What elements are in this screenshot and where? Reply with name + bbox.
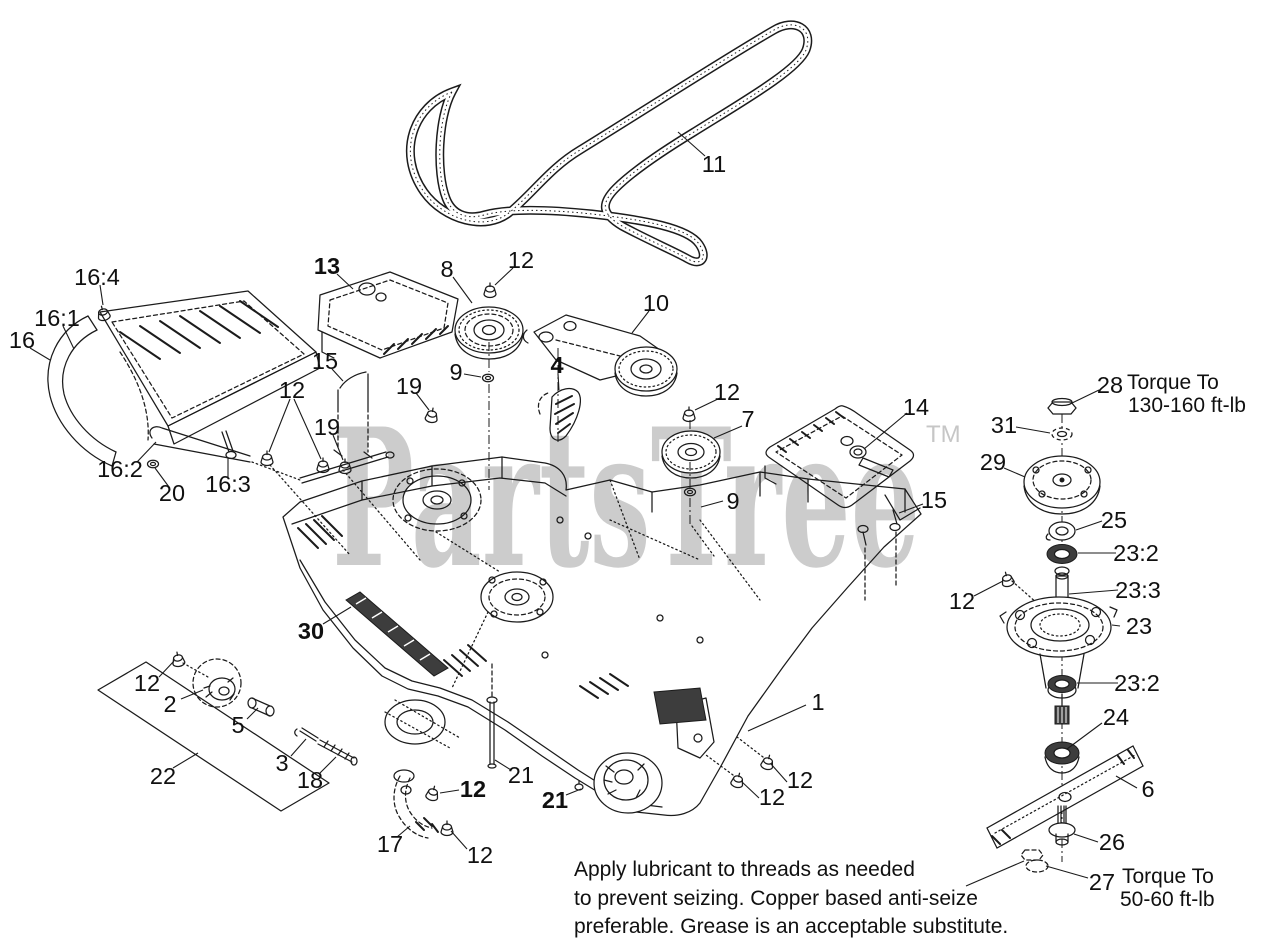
callout-12: 12 [279, 377, 305, 403]
callout-29: 29 [980, 449, 1006, 475]
lubricant-note-line3: preferable. Grease is an acceptable subs… [574, 915, 1008, 938]
callout-20: 20 [159, 480, 185, 506]
callout-1: 1 [811, 689, 824, 715]
callout-2: 2 [163, 691, 176, 717]
deck-1-drawing [282, 456, 922, 817]
watermark-text: PartsTree [332, 387, 920, 610]
idler-arm-10-drawing [522, 314, 678, 397]
chute-16-drawing [47, 290, 421, 561]
callout-12: 12 [460, 776, 486, 802]
callout-12: 12 [714, 379, 740, 405]
torque-spindle-line2: 130-160 ft-lb [1128, 394, 1246, 417]
callout-15: 15 [921, 487, 947, 513]
callout-19: 19 [396, 373, 422, 399]
watermark-tm: TM [926, 421, 961, 448]
lubricant-note-line2: to prevent seizing. Copper based anti-se… [574, 887, 978, 910]
drive-belt-drawing [405, 20, 813, 267]
caster-fork-17-drawing [393, 769, 439, 839]
lubricant-note-line1: Apply lubricant to threads as needed [574, 858, 915, 881]
callout-19: 19 [314, 414, 340, 440]
callout-21: 21 [542, 787, 568, 813]
callout-31: 31 [991, 412, 1017, 438]
callout-9: 9 [726, 488, 739, 514]
callout-5: 5 [231, 712, 244, 738]
rods-15-left-drawing [333, 371, 373, 459]
blade-6-drawing [986, 745, 1144, 873]
callout-30: 30 [298, 618, 324, 644]
callout-16: 16 [9, 327, 35, 353]
leader-lines [29, 131, 1138, 887]
pulley-8-drawing [454, 306, 524, 490]
torque-blade-line1: Torque To [1122, 865, 1214, 888]
callout-12: 12 [134, 670, 160, 696]
callout-11: 11 [702, 151, 726, 177]
callout-12: 12 [787, 767, 813, 793]
callout-21: 21 [508, 762, 534, 788]
callout-16-3: 16:3 [205, 471, 251, 497]
baffle-4-drawing [537, 348, 581, 445]
callout-12: 12 [949, 588, 975, 614]
annotation-texts: Torque To 130-160 ft-lb Torque To 50-60 … [574, 371, 1246, 938]
callout-10: 10 [643, 290, 669, 316]
callout-23-3: 23:3 [1115, 577, 1161, 603]
callout-12: 12 [467, 842, 493, 868]
rods-15-right-drawing [857, 509, 901, 601]
callout-4: 4 [550, 352, 563, 378]
callout-6: 6 [1141, 776, 1154, 802]
callout-23-2: 23:2 [1113, 540, 1159, 566]
wheel-2-drawing [182, 658, 358, 766]
guard-22-drawing [97, 661, 330, 812]
cover-14-drawing [764, 405, 921, 521]
callout-17: 17 [377, 831, 403, 857]
callout-14: 14 [903, 394, 929, 420]
callout-23-2: 23:2 [1114, 670, 1160, 696]
callout-26: 26 [1099, 829, 1125, 855]
torque-spindle-line1: Torque To [1127, 371, 1219, 394]
callout-18: 18 [297, 767, 323, 793]
pulley-7-drawing [661, 420, 721, 557]
callout-23: 23 [1126, 613, 1152, 639]
callout-16-4: 16:4 [74, 264, 120, 290]
watermark: PartsTree TM [332, 387, 961, 610]
callout-13: 13 [314, 253, 340, 279]
callout-22: 22 [150, 763, 176, 789]
callout-16-1: 16:1 [34, 305, 80, 331]
callout-7: 7 [741, 406, 754, 432]
callout-27: 27 [1089, 869, 1115, 895]
rods-21-drawing [486, 663, 584, 791]
callout-25: 25 [1101, 507, 1127, 533]
callout-12: 12 [759, 784, 785, 810]
callout-12: 12 [508, 247, 534, 273]
callout-15: 15 [312, 348, 338, 374]
torque-blade-line2: 50-60 ft-lb [1120, 888, 1215, 911]
callout-3: 3 [275, 750, 288, 776]
callout-16-2: 16:2 [97, 456, 143, 482]
callout-8: 8 [440, 256, 453, 282]
cover-13-drawing [317, 271, 459, 359]
callout-28: 28 [1097, 372, 1123, 398]
callout-24: 24 [1103, 704, 1129, 730]
spindle-column-drawing [999, 397, 1118, 862]
callout-9: 9 [449, 359, 462, 385]
